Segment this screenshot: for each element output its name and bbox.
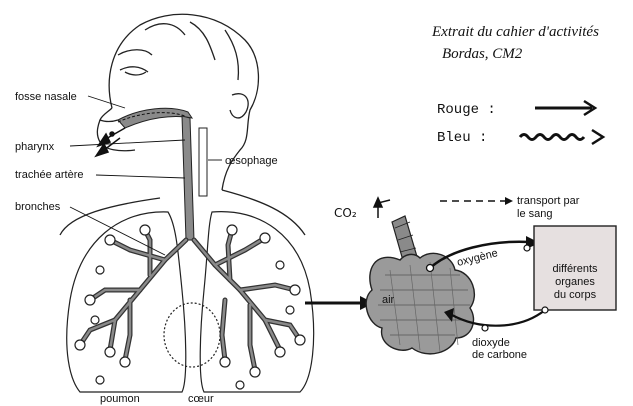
label-bronchi: bronches [15,201,61,213]
co2-exit-arrow [374,198,390,218]
heart-outline [164,303,220,367]
legend-transport-line-1: transport par [517,195,580,207]
legend-transport-line-2: le sang [517,208,552,220]
label-lung: poumon [100,393,140,405]
source-line-1: Extrait du cahier d'activités [431,24,599,40]
label-air: air [382,294,395,306]
organs-label-line-3: du corps [554,289,597,301]
legend-blue-wavy-line [520,135,584,140]
label-nasal-cavity: fosse nasale [15,91,77,103]
legend-blue-arrow-head [592,130,603,144]
organs-label-line-2: organes [555,276,595,288]
breath-arrows [96,128,125,156]
label-pharynx: pharynx [15,141,55,153]
airway-drawing [118,108,207,240]
alveoli-drawing [75,225,305,389]
legend-dashed-arrow-head [505,197,513,205]
legend-red-label: Rouge : [437,102,496,118]
label-esophagus: œsophage [225,155,278,167]
label-co2-line-1: dioxyde [472,337,510,349]
legend-blue-label: Bleu : [437,130,487,146]
source-line-2: Bordas, CM2 [442,46,523,62]
label-co2-exhaled: CO₂ [334,206,357,220]
alveolus-drawing [366,216,474,354]
right-lung-outline [200,212,313,392]
label-co2-line-2: de carbone [472,349,527,361]
zoom-arrow [305,296,374,310]
label-trachea: trachée artère [15,169,83,181]
label-heart: cœur [188,393,214,405]
organs-label-line-1: différents [552,263,598,275]
legend: Rouge : Bleu : transport par le sang [437,101,603,220]
